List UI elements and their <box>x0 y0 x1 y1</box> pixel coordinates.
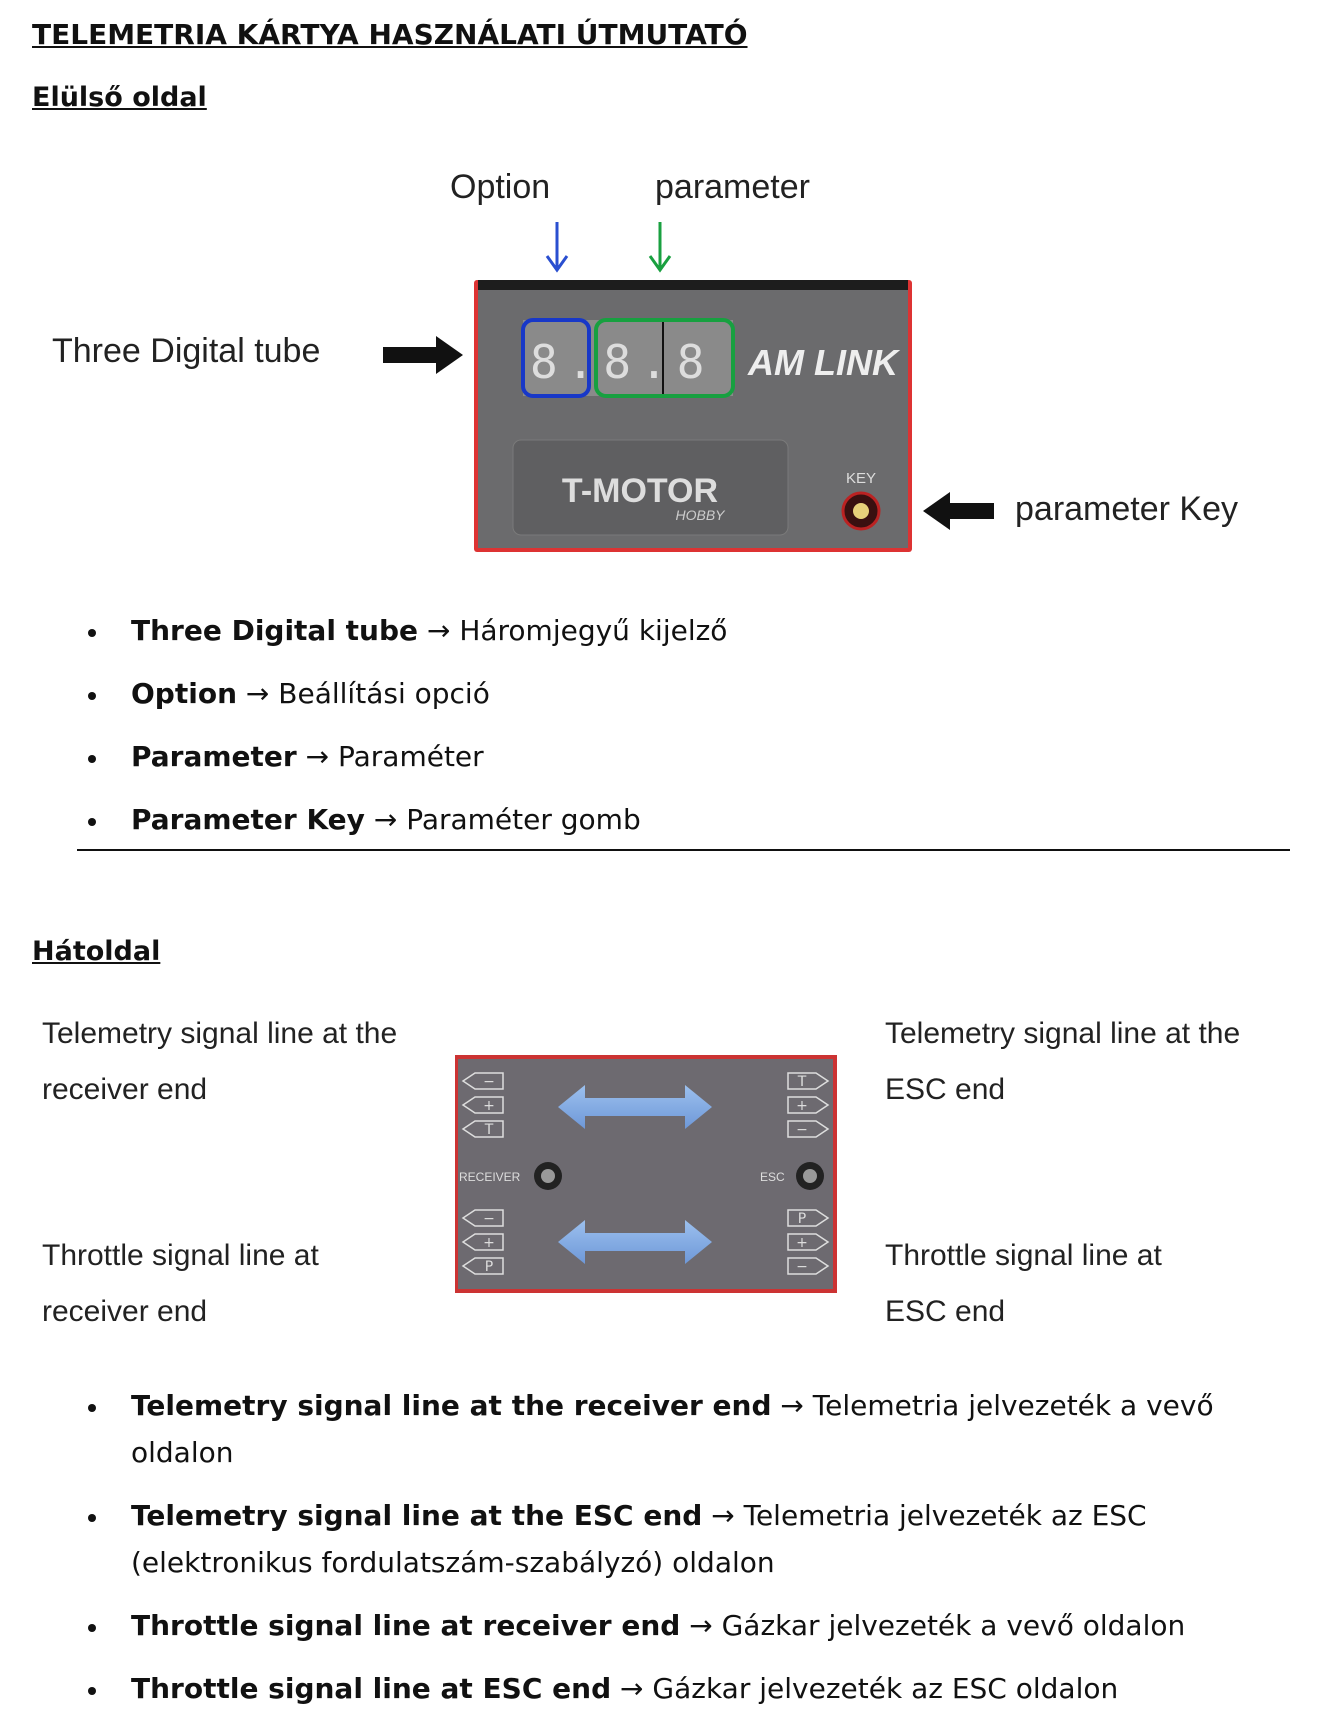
list-item: Parameter Key → Paraméter gomb <box>88 796 727 843</box>
pin-label: P <box>485 1259 493 1275</box>
tmotor-logo: T-MOTOR <box>562 472 718 510</box>
throttle-esc-label: Throttle signal line at ESC end <box>885 1239 1162 1328</box>
list-item: Throttle signal line at receiver end → G… <box>88 1602 1323 1649</box>
pin-label: − <box>796 1122 808 1138</box>
pin-label: T <box>797 1074 807 1090</box>
page-title: TELEMETRIA KÁRTYA HASZNÁLATI ÚTMUTATÓ <box>32 18 748 51</box>
esc-label: ESC <box>760 1170 785 1184</box>
tube-label: Three Digital tube <box>52 332 321 370</box>
list-item: Option → Beállítási opció <box>88 670 727 717</box>
hobby-logo: HOBBY <box>675 507 726 523</box>
pin-marker <box>787 1120 830 1138</box>
left-arrow-icon <box>923 492 994 530</box>
list-item: Telemetry signal line at the ESC end → T… <box>88 1492 1168 1586</box>
brand-logo: AM LINK <box>747 342 901 383</box>
front-diagram: 8.8.8 AM LINK T-MOTOR HOBBY KEY <box>383 222 994 552</box>
double-arrow-icon <box>558 1220 712 1264</box>
key-label: parameter Key <box>1015 490 1238 528</box>
pin-marker <box>461 1096 504 1114</box>
option-label: Option <box>450 168 551 206</box>
list-item: Telemetry signal line at the receiver en… <box>88 1382 1323 1476</box>
list-item: Throttle signal line at ESC end → Gázkar… <box>88 1665 1323 1712</box>
double-arrow-icon <box>558 1085 712 1129</box>
telemetry-esc-label: Telemetry signal line at the ESC end <box>885 1017 1241 1106</box>
throttle-receiver-label: Throttle signal line at receiver end <box>42 1239 319 1328</box>
pin-label: + <box>483 1235 495 1251</box>
pin-marker <box>461 1120 504 1138</box>
pin-label: + <box>483 1098 495 1114</box>
green-arrow-icon <box>648 222 672 273</box>
pin-marker <box>787 1257 830 1275</box>
pin-marker <box>461 1209 504 1227</box>
pin-marker <box>787 1096 830 1114</box>
pin-marker <box>461 1257 504 1275</box>
pin-marker <box>787 1209 830 1227</box>
pin-marker <box>461 1233 504 1251</box>
telemetry-card-back: − + T − + P T + − P + − RECEIVER ESC <box>455 1055 837 1293</box>
pin-label: − <box>483 1211 495 1227</box>
key-text: KEY <box>846 470 876 487</box>
parameter-label: parameter <box>655 168 810 206</box>
divider <box>77 849 1290 851</box>
pin-marker <box>787 1233 830 1251</box>
right-arrow-icon <box>383 336 463 374</box>
list-item: Three Digital tube → Háromjegyű kijelző <box>88 607 727 654</box>
pin-marker <box>461 1072 504 1090</box>
front-list: Three Digital tube → Háromjegyű kijelző … <box>88 607 727 843</box>
receiver-label: RECEIVER <box>459 1170 521 1184</box>
digit-display: 8.8.8 <box>530 335 713 389</box>
pin-label: T <box>484 1122 494 1138</box>
pin-marker <box>787 1072 830 1090</box>
pin-label: − <box>796 1259 808 1275</box>
blue-arrow-icon <box>545 222 569 273</box>
front-heading: Elülső oldal <box>32 82 207 113</box>
telemetry-card-front: 8.8.8 AM LINK T-MOTOR HOBBY KEY <box>474 280 912 552</box>
telemetry-receiver-label: Telemetry signal line at the receiver en… <box>42 1017 398 1106</box>
pin-label: + <box>796 1235 808 1251</box>
pin-label: − <box>483 1074 495 1090</box>
back-heading: Hátoldal <box>32 936 161 967</box>
pin-label: + <box>796 1098 808 1114</box>
back-list: Telemetry signal line at the receiver en… <box>88 1382 1323 1712</box>
pin-label: P <box>798 1211 806 1227</box>
list-item: Parameter → Paraméter <box>88 733 727 780</box>
